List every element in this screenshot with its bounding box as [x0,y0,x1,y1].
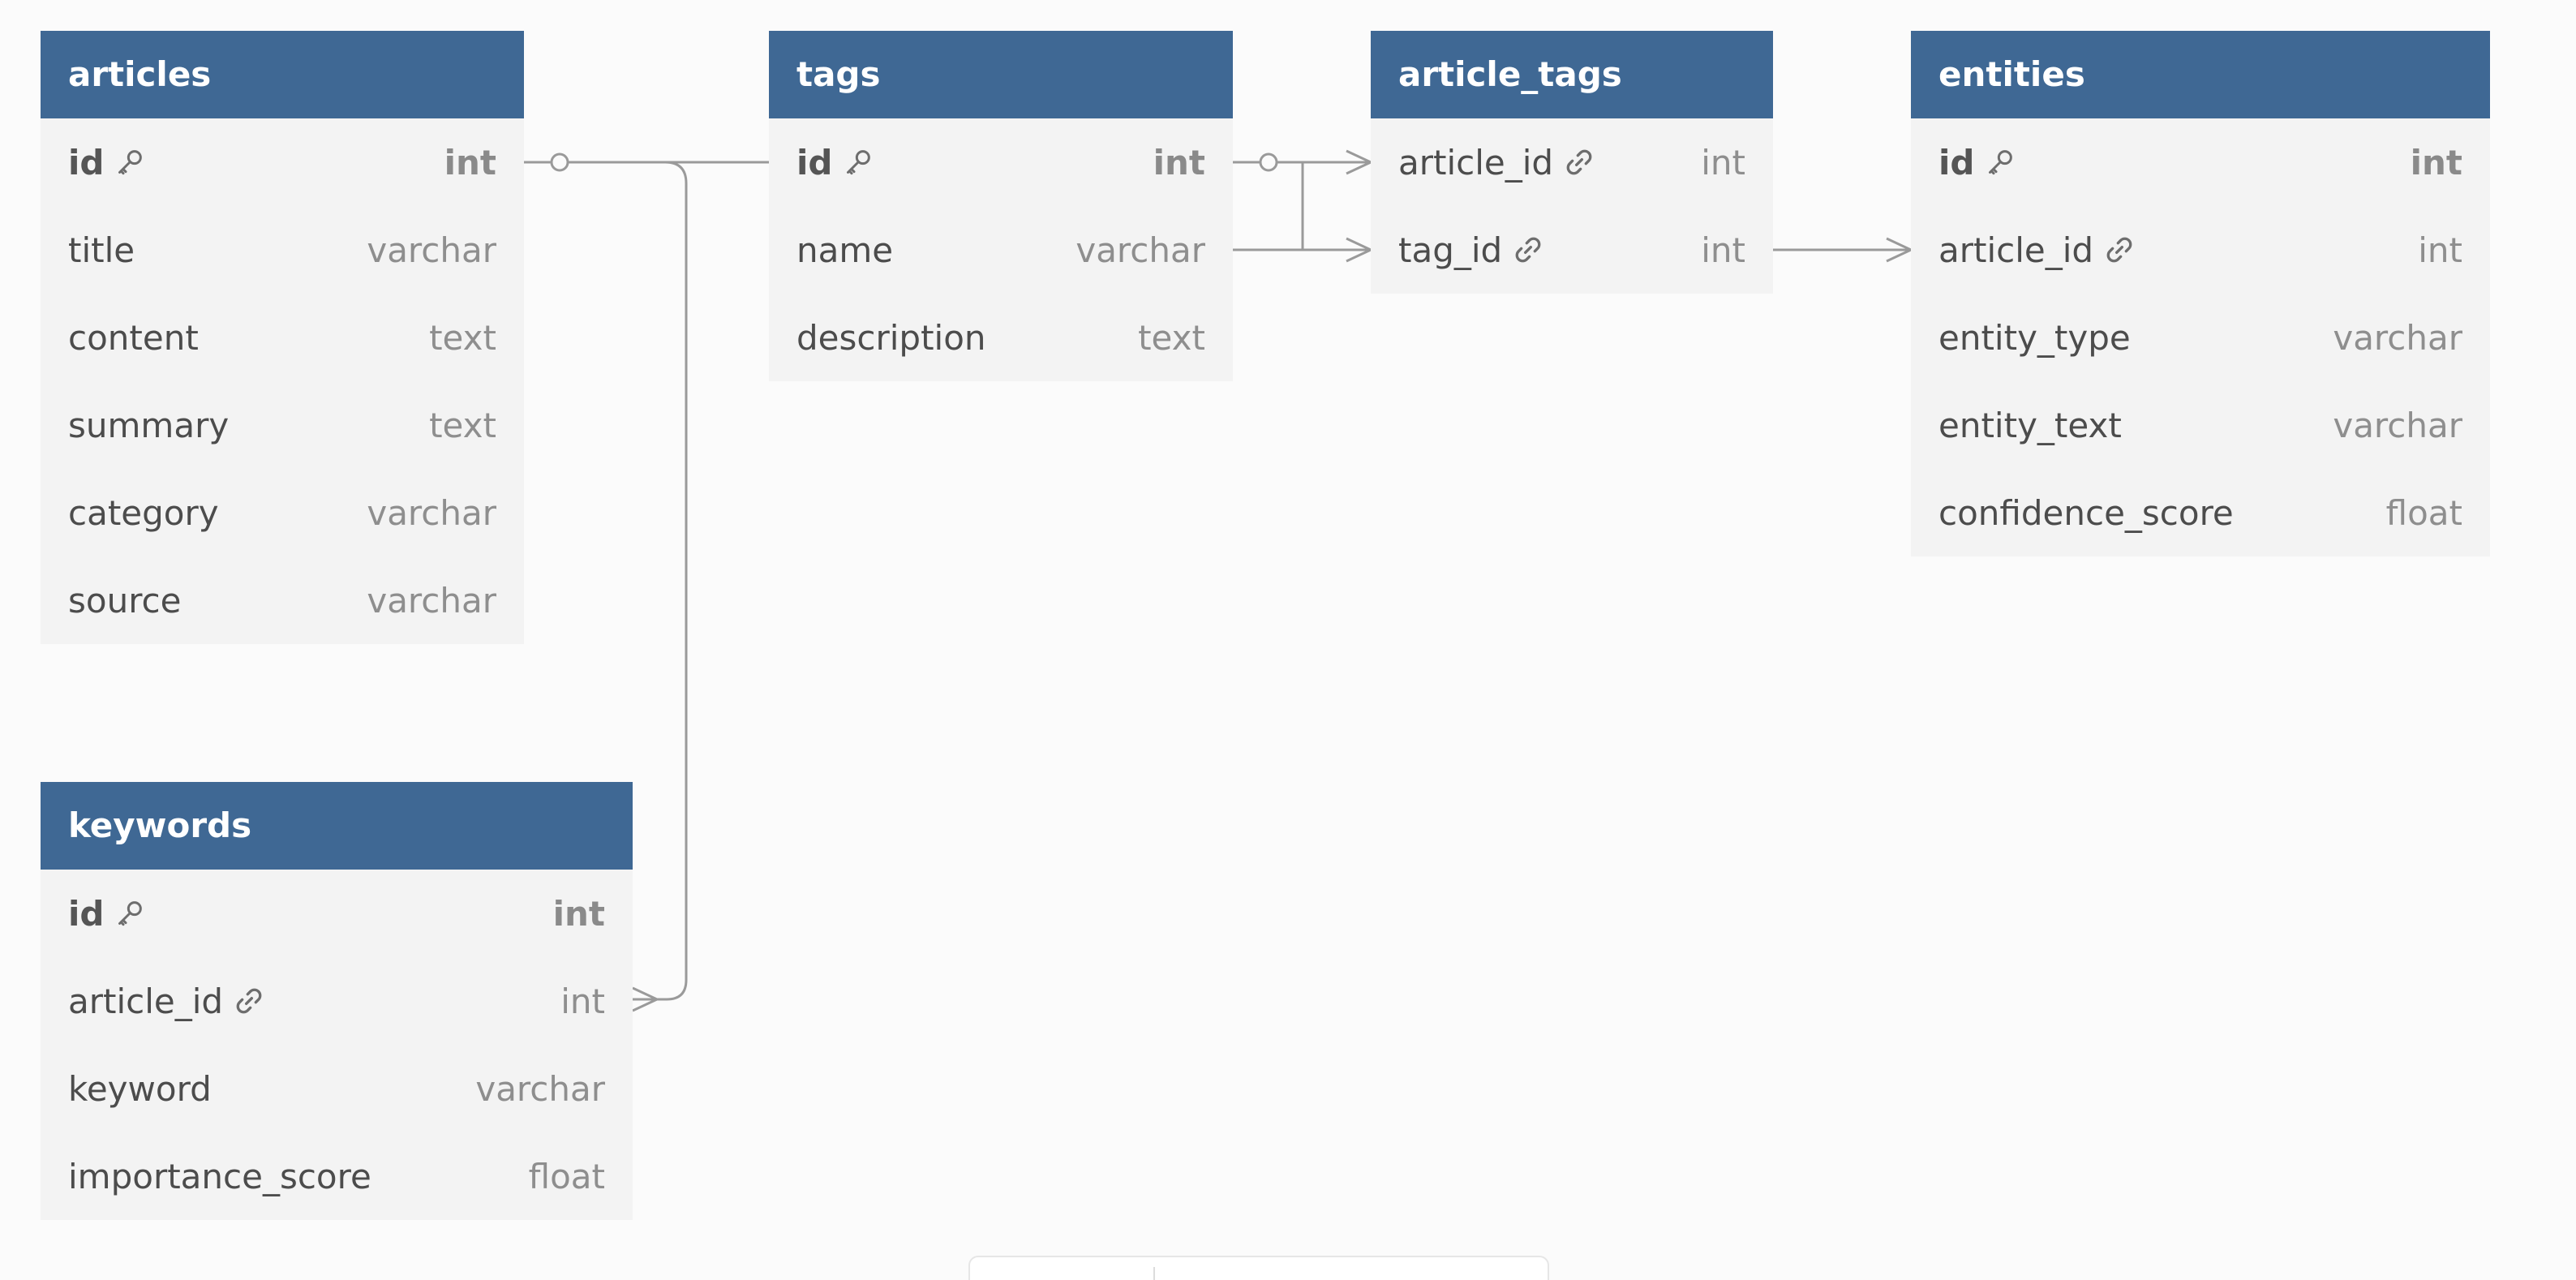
table-keywords[interactable]: keywords id int article_id int keyword v… [41,782,633,1220]
field-name: article_id [1938,230,2094,270]
table-row[interactable]: article_id int [1371,118,1773,206]
link-icon [2103,234,2136,266]
table-row[interactable]: article_id int [1911,206,2490,294]
connector-entities-many-end [1886,237,1912,263]
field-name: keyword [68,1068,212,1109]
key-icon [842,146,874,178]
field-type: float [2385,492,2462,533]
table-row[interactable]: confidence_score float [1911,469,2490,556]
table-row[interactable]: id int [41,118,524,206]
link-icon [233,985,265,1017]
table-row[interactable]: tag_id int [1371,206,1773,294]
field-name: content [68,317,199,358]
field-type: int [1701,230,1745,270]
table-entities[interactable]: entities id int article_id int entity_ty… [1911,31,2490,556]
table-row[interactable]: importance_score float [41,1132,633,1220]
field-type: int [2410,142,2462,183]
connector-articles-one-end [550,152,569,172]
field-type: varchar [2333,317,2462,358]
field-name: summary [68,405,230,445]
field-name: article_id [1398,142,1554,183]
table-row[interactable]: id int [41,870,633,957]
field-name: id [68,893,105,934]
table-header-article-tags[interactable]: article_tags [1371,31,1773,118]
field-name: id [1938,142,1975,183]
table-tags[interactable]: tags id int name varchar description tex… [769,31,1233,381]
field-type: varchar [2333,405,2462,445]
field-type: int [2418,230,2462,270]
link-icon [1512,234,1544,266]
field-type: varchar [1075,230,1205,270]
field-type: varchar [367,492,496,533]
table-articles[interactable]: articles id int title varchar content te… [41,31,524,644]
field-name: title [68,230,135,270]
toolbar-divider [1153,1267,1155,1280]
connector-article-tags-tag-many-end [1346,237,1372,263]
link-icon [1563,146,1595,178]
field-type: varchar [367,230,496,270]
field-type: text [429,405,496,445]
field-type: int [1701,142,1745,183]
connector-article-tags-id-many-end [1346,149,1372,175]
field-type: float [528,1156,605,1196]
bottom-toolbar[interactable] [968,1256,1549,1280]
field-type: varchar [475,1068,605,1109]
key-icon [114,897,146,930]
field-name: id [796,142,833,183]
field-name: entity_text [1938,405,2122,445]
field-type: int [1153,142,1205,183]
field-type: int [552,893,605,934]
field-name: entity_type [1938,317,2131,358]
table-header-keywords[interactable]: keywords [41,782,633,870]
table-row[interactable]: entity_text varchar [1911,381,2490,469]
field-name: category [68,492,219,533]
field-name: name [796,230,894,270]
table-row[interactable]: title varchar [41,206,524,294]
field-name: tag_id [1398,230,1503,270]
table-row[interactable]: id int [1911,118,2490,206]
connector-tags-one-end [1259,152,1278,172]
table-row[interactable]: id int [769,118,1233,206]
field-type: varchar [367,580,496,621]
table-row[interactable]: category varchar [41,469,524,556]
table-row[interactable]: summary text [41,381,524,469]
table-row[interactable]: keyword varchar [41,1045,633,1132]
field-name: article_id [68,981,224,1021]
key-icon [1984,146,2016,178]
table-row[interactable]: source varchar [41,556,524,644]
field-type: int [560,981,605,1021]
key-icon [114,146,146,178]
field-type: text [429,317,496,358]
table-row[interactable]: entity_type varchar [1911,294,2490,381]
field-type: int [444,142,496,183]
field-type: text [1138,317,1205,358]
table-header-articles[interactable]: articles [41,31,524,118]
table-article-tags[interactable]: article_tags article_id int tag_id int [1371,31,1773,294]
table-row[interactable]: content text [41,294,524,381]
field-name: id [68,142,105,183]
table-header-entities[interactable]: entities [1911,31,2490,118]
connector-keywords-many-end [632,986,658,1012]
field-name: importance_score [68,1156,371,1196]
table-row[interactable]: article_id int [41,957,633,1045]
table-row[interactable]: name varchar [769,206,1233,294]
field-name: description [796,317,986,358]
table-row[interactable]: description text [769,294,1233,381]
table-header-tags[interactable]: tags [769,31,1233,118]
field-name: source [68,580,182,621]
field-name: confidence_score [1938,492,2234,533]
